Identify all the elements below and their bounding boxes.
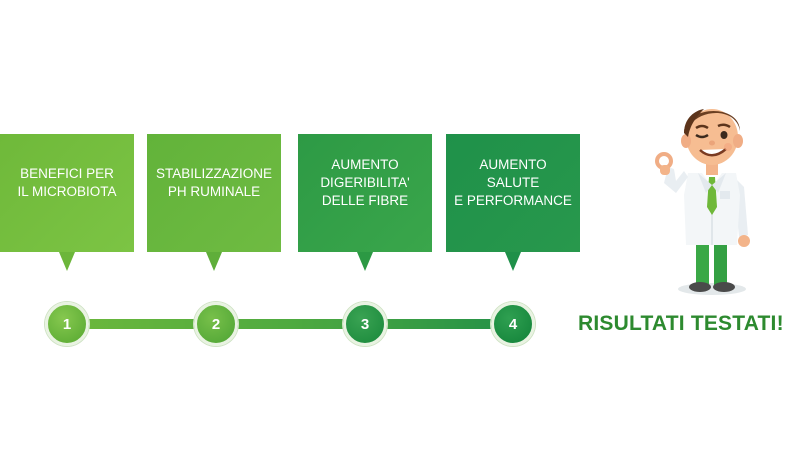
step-circle-1: 1 <box>45 302 89 346</box>
step-label-1: BENEFICI PER IL MICROBIOTA <box>17 166 117 199</box>
step-circle-3: 3 <box>343 302 387 346</box>
step-box-1: BENEFICI PER IL MICROBIOTA <box>0 134 134 271</box>
step-box-3: AUMENTO DIGERIBILITA' DELLE FIBRE <box>298 134 432 271</box>
step-label-2: STABILIZZAZIONE PH RUMINALE <box>155 166 272 199</box>
results-tested-tagline: RISULTATI TESTATI! <box>578 312 784 335</box>
step-box-2: STABILIZZAZIONE PH RUMINALE <box>147 134 281 271</box>
step-label-3: AUMENTO DIGERIBILITA' DELLE FIBRE <box>320 157 410 208</box>
doctor-ok-gesture-icon <box>655 109 750 295</box>
timeline-connector <box>67 319 513 329</box>
step-circle-4: 4 <box>491 302 535 346</box>
step-box-4: AUMENTO SALUTE E PERFORMANCE <box>446 134 580 271</box>
step-label-4: AUMENTO SALUTE E PERFORMANCE <box>454 157 572 208</box>
step-circle-2: 2 <box>194 302 238 346</box>
